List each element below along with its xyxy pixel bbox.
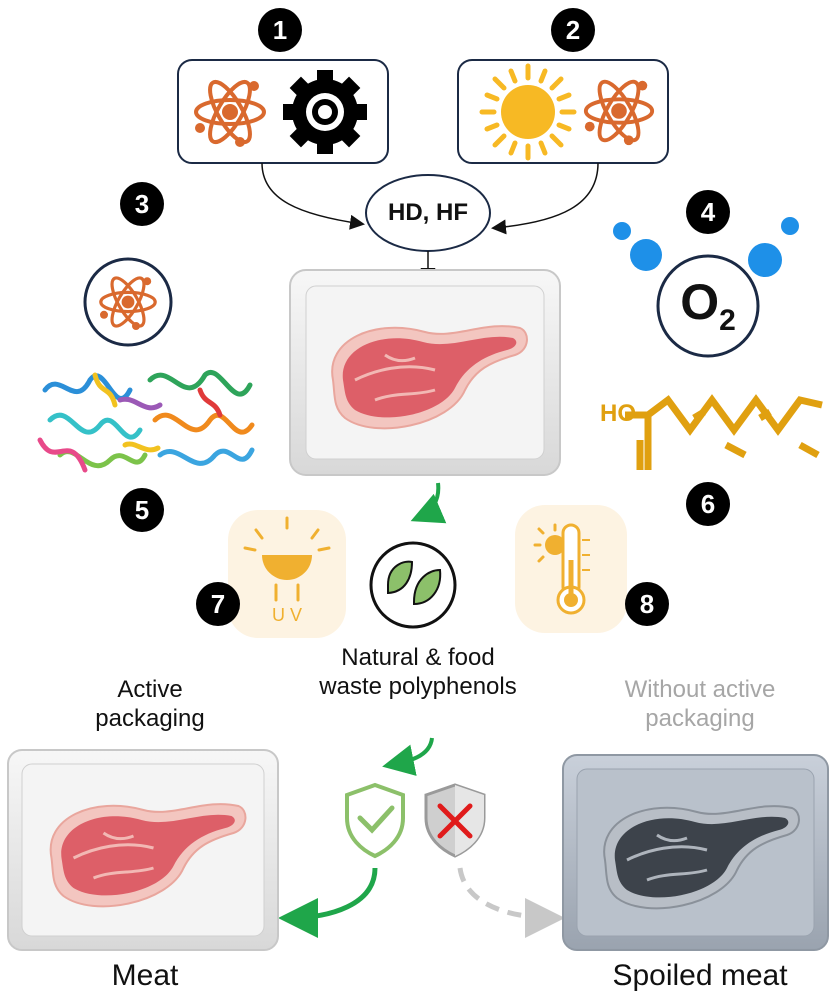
meat-label: Meat xyxy=(111,959,179,992)
arrow-tray-to-leaf xyxy=(410,482,447,524)
oxygen-subscript: 2 xyxy=(719,304,736,337)
polyphenols-label: Natural & food waste polyphenols xyxy=(290,644,546,702)
protein-structure-icon xyxy=(37,370,255,473)
polyphenols-line1: Natural & food xyxy=(341,644,495,671)
oxygen-label: O2 xyxy=(660,272,756,339)
uv-icon xyxy=(228,510,346,638)
gear-icon xyxy=(283,70,367,154)
thermometer-icon xyxy=(515,505,627,633)
center-label: HD, HF xyxy=(388,199,468,226)
without-line2: packaging xyxy=(645,704,755,732)
step-5-badge: 5 xyxy=(120,488,164,532)
center-meat-tray xyxy=(289,269,561,476)
spoiled-meat-label: Spoiled meat xyxy=(612,959,788,992)
step-6-badge: 6 xyxy=(686,482,730,526)
oxygen-symbol: O xyxy=(680,274,720,330)
fresh-meat-tray xyxy=(7,749,279,951)
arrow-to-meat xyxy=(278,867,378,938)
leaf-icon xyxy=(369,541,457,629)
arrow-to-shield xyxy=(382,737,434,776)
shield-cross-icon xyxy=(424,783,486,858)
molecule-icon xyxy=(625,394,823,470)
step-8-badge: 8 xyxy=(625,582,669,626)
active-line2: packaging xyxy=(95,704,205,732)
molecule-label: HO xyxy=(600,400,636,427)
spoiled-meat-tray xyxy=(562,754,829,951)
step-4-badge: 4 xyxy=(686,190,730,234)
sun-icon xyxy=(479,63,577,161)
active-line1: Active xyxy=(117,676,183,703)
active-packaging-label: Active packaging xyxy=(70,676,230,734)
step-3-badge: 3 xyxy=(120,182,164,226)
arrow-2-to-center xyxy=(491,162,599,235)
uv-label: U V xyxy=(271,605,302,625)
oxygen-icon xyxy=(613,217,799,358)
without-active-label: Without active packaging xyxy=(595,676,805,734)
step-2-badge: 2 xyxy=(551,8,595,52)
arrow-to-spoiled xyxy=(457,867,565,938)
shield-check-icon xyxy=(345,782,405,859)
step-1-badge: 1 xyxy=(258,8,302,52)
without-line1: Without active xyxy=(624,676,776,703)
polyphenols-line2: waste polyphenols xyxy=(319,672,517,700)
step-7-badge: 7 xyxy=(196,582,240,626)
arrow-1-to-center xyxy=(261,162,365,230)
